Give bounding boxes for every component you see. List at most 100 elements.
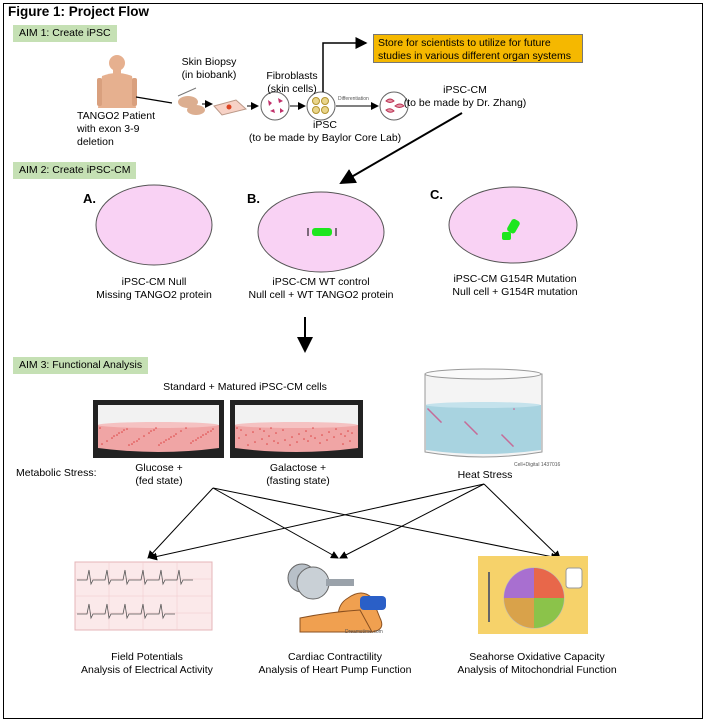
medium-cell-dot <box>275 432 277 434</box>
medium-cell-dot <box>289 444 291 446</box>
medium-cell-dot <box>210 430 212 432</box>
medium-cell-dot <box>148 432 150 434</box>
medium-cell-dot <box>101 443 103 445</box>
differentiation-label: Differentiation <box>338 96 369 102</box>
metabolic-stress-label: Metabolic Stress: <box>16 467 97 479</box>
medium-cell-dot <box>470 427 472 429</box>
medium-cell-dot <box>333 436 335 438</box>
medium-cell-dot <box>259 428 261 430</box>
medium-cell-dot <box>506 439 508 441</box>
ecg-strip-icon <box>74 561 213 631</box>
medium-cell-dot <box>305 430 307 432</box>
medium-cell-dot <box>190 442 192 444</box>
medium-cell-dot <box>430 411 432 413</box>
cell-a <box>95 184 213 266</box>
medium-cell-dot <box>200 436 202 438</box>
medium-cell-dot <box>321 434 323 436</box>
medium-cell-dot <box>472 429 474 431</box>
medium-cell-dot <box>434 415 436 417</box>
medium-cell-dot <box>126 428 128 430</box>
seahorse-caption: Seahorse Oxidative Capacity Analysis of … <box>457 651 617 676</box>
medium-cell-dot <box>473 430 475 432</box>
field-potentials-caption: Field Potentials Analysis of Electrical … <box>81 651 213 676</box>
medium-cell-dot <box>469 426 471 428</box>
medium-cell-dot <box>510 443 512 445</box>
medium-cell-dot <box>192 440 194 442</box>
medium-cell-dot <box>326 439 328 441</box>
medium-cell-dot <box>298 433 300 435</box>
medium-cell-dot <box>471 428 473 430</box>
medium-cell-dot <box>205 433 207 435</box>
glucose-dish-icon <box>93 400 224 458</box>
medium-cell-dot <box>113 435 115 437</box>
medium-cell-dot <box>468 425 470 427</box>
medium-cell-dot <box>428 409 430 411</box>
medium-cell-dot <box>465 422 467 424</box>
ipsc-dish-icon <box>306 91 379 121</box>
medium-cell-dot <box>212 428 214 430</box>
fibroblasts-label: Fibroblasts (skin cells) <box>266 70 318 95</box>
cell-c-letter: C. <box>430 187 443 202</box>
cell-b-caption: iPSC-CM WT control Null cell + WT TANGO2… <box>248 276 394 301</box>
medium-cell-dot <box>207 431 209 433</box>
store-box: Store for scientists to utilize for futu… <box>373 34 583 63</box>
medium-cell-dot <box>303 438 305 440</box>
medium-cell-dot <box>168 438 170 440</box>
analysis-arrows <box>147 483 561 561</box>
medium-cell-dot <box>474 431 476 433</box>
medium-cell-dot <box>158 444 160 446</box>
medium-cell-dot <box>314 437 316 439</box>
cell-b <box>257 191 385 273</box>
cells-title: Standard + Matured iPSC-CM cells <box>163 381 327 393</box>
medium-cell-dot <box>270 427 272 429</box>
image-credit: Dreamstime.com <box>345 629 383 635</box>
heat-stress-caption: Heat Stress <box>457 469 513 481</box>
medium-cell-dot <box>438 419 440 421</box>
medium-cell-dot <box>202 434 204 436</box>
medium-cell-dot <box>508 441 510 443</box>
medium-cell-dot <box>197 437 199 439</box>
medium-cell-dot <box>284 439 286 441</box>
galactose-caption: Galactose + (fasting state) <box>266 462 330 487</box>
medium-cell-dot <box>436 417 438 419</box>
medium-cell-dot <box>180 430 182 432</box>
medium-cell-dot <box>106 440 108 442</box>
aim3-label: AIM 3: Functional Analysis <box>13 357 149 374</box>
medium-cell-dot <box>512 445 514 447</box>
medium-cell-dot <box>433 414 435 416</box>
medium-cell-dot <box>263 430 265 432</box>
medium-cell-dot <box>136 440 138 442</box>
medium-cell-dot <box>435 416 437 418</box>
medium-cell-dot <box>163 441 165 443</box>
medium-cell-dot <box>502 435 504 437</box>
medium-cell-dot <box>111 437 113 439</box>
medium-cell-dot <box>344 435 346 437</box>
dish-credit: Cell+Digital 1437016 <box>514 462 561 468</box>
medium-cell-dot <box>476 433 478 435</box>
medium-cell-dot <box>427 408 429 410</box>
medium-cell-dot <box>328 431 330 433</box>
medium-cell-dot <box>245 434 247 436</box>
medium-cell-dot <box>511 444 513 446</box>
medium-cell-dot <box>431 412 433 414</box>
medium-cell-dot <box>238 437 240 439</box>
medium-cell-dot <box>504 437 506 439</box>
medium-cell-dot <box>340 433 342 435</box>
medium-cell-dot <box>437 418 439 420</box>
galactose-dish-icon <box>230 400 363 458</box>
medium-cell-dot <box>296 441 298 443</box>
medium-cell-dot <box>282 429 284 431</box>
medium-cell-dot <box>347 430 349 432</box>
medium-cell-dot <box>160 442 162 444</box>
medium-cell-dot <box>247 444 249 446</box>
medium-cell-dot <box>507 440 509 442</box>
medium-cell-dot <box>307 440 309 442</box>
medium-cell-dot <box>505 438 507 440</box>
medium-cell-dot <box>165 439 167 441</box>
medium-cell-dot <box>501 434 503 436</box>
aim2-label: AIM 2: Create iPSC-CM <box>13 162 137 179</box>
medium-cell-dot <box>466 423 468 425</box>
medium-cell-dot <box>195 439 197 441</box>
heat-stress-dish-icon <box>424 368 543 458</box>
cell-a-letter: A. <box>83 191 96 206</box>
